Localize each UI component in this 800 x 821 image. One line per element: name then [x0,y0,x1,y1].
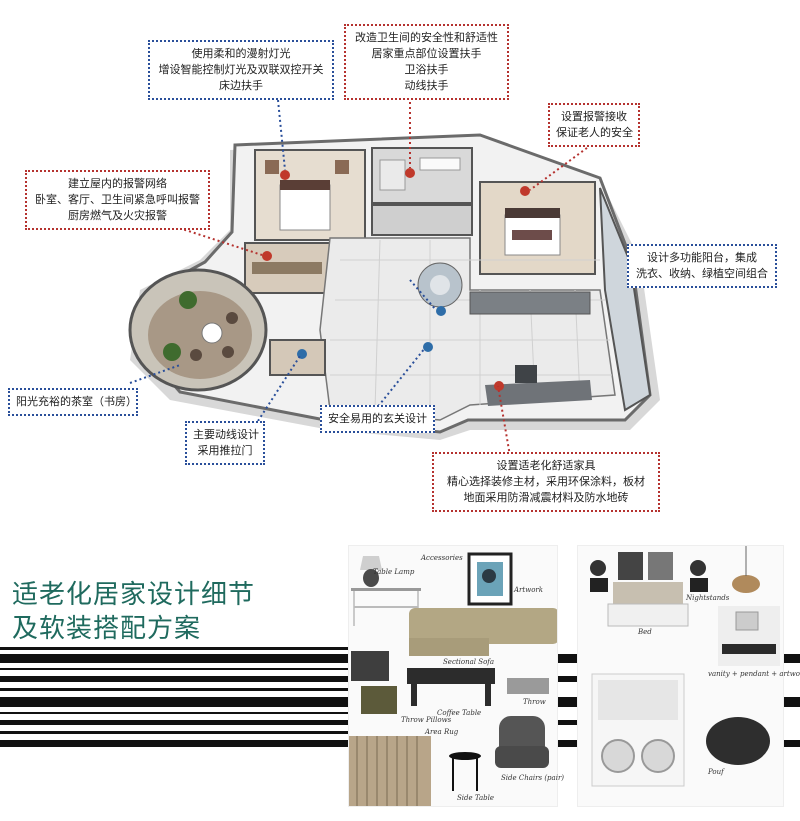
callout-bathroom-line1: 改造卫生间的安全性和舒适性 [355,31,498,44]
stripe [0,688,348,691]
marker-bedroom [280,170,290,180]
stripe [0,697,348,707]
callout-furniture-line2: 精心选择装修主材，采用环保涂料，板材 [447,475,645,488]
moodboard-bedroom: Nightstands Bed vanity + pendant + artwo… [577,545,800,807]
moodboard-living: Table Lamp Accessories Artwork Sectional… [348,545,564,807]
stripe [782,697,800,707]
label-bed: Bed [638,628,652,636]
callout-tea-room: 阳光充裕的茶室（书房） [8,388,138,416]
label-vanity: vanity + pendant + artwork [708,670,800,678]
callout-tea-room-line1: 阳光充裕的茶室（书房） [16,395,137,408]
stripe [556,697,590,707]
marker-kitchen [262,251,272,261]
label-table-lamp: Table Lamp [373,568,415,576]
moodboard-living-art [349,552,559,806]
stripe [0,647,348,650]
callout-circulation: 主要动线设计 采用推拉门 [185,421,265,465]
stripe [0,731,348,734]
section-heading-line2: 及软装搭配方案 [12,614,202,644]
callout-entrance: 安全易用的玄关设计 [320,405,435,433]
stripe [782,740,800,747]
stripe [0,654,348,663]
marker-entrance [423,342,433,352]
callout-bathroom: 改造卫生间的安全性和舒适性 居家重点部位设置扶手 卫浴扶手 动线扶手 [344,24,509,100]
leader-lines [129,97,641,457]
stripe [782,654,800,663]
section-heading-line1: 适老化居家设计细节 [12,580,256,610]
callout-furniture-line3: 地面采用防滑减震材料及防水地砖 [463,491,629,504]
callout-alarm-network: 建立屋内的报警网络 卧室、客厅、卫生间紧急呼叫报警 厨房燃气及火灾报警 [25,170,210,230]
stripe [556,654,590,663]
callout-circulation-line2: 采用推拉门 [197,444,253,457]
callout-furniture: 设置适老化舒适家具 精心选择装修主材，采用环保涂料，板材 地面采用防滑减震材料及… [432,452,660,512]
callout-balcony: 设计多功能阳台，集成 洗衣、收纳、绿植空间组合 [627,244,777,288]
callout-lighting-line2: 增设智能控制灯光及双联双控开关 [158,63,324,76]
callout-balcony-line2: 洗衣、收纳、绿植空间组合 [636,267,768,280]
label-pouf: Pouf [708,768,724,776]
callout-lighting-line1: 使用柔和的漫射灯光 [191,47,291,60]
stripe [0,668,348,670]
marker-corridor [297,349,307,359]
stripe [556,740,590,747]
marker-dining [436,306,446,316]
callout-alarm-network-line3: 厨房燃气及火灾报警 [68,209,167,222]
callout-bathroom-line3: 卫浴扶手 [404,63,449,76]
label-sectional-sofa: Sectional Sofa [443,658,495,666]
stripe [0,740,348,747]
marker-bedroom-right [520,186,530,196]
label-artwork: Artwork [514,586,544,594]
stripe [0,712,348,714]
callout-lighting-line3: 床边扶手 [219,79,263,92]
callout-alarm-receive-line1: 设置报警接收 [561,110,627,123]
marker-bathroom [405,168,415,178]
stripe [0,720,348,725]
label-nightstands: Nightstands [686,594,730,602]
callout-circulation-line1: 主要动线设计 [193,428,259,441]
label-side-chairs: Side Chairs (pair) [501,774,565,782]
callout-bathroom-line2: 居家重点部位设置扶手 [371,47,482,60]
label-coffee-table: Coffee Table [437,709,482,717]
stripe [556,676,590,682]
label-throw: Throw [523,698,546,706]
floor-plan-illustration [128,133,660,440]
label-area-rug: Area Rug [425,728,459,736]
stripe [0,676,348,682]
label-side-table: Side Table [457,794,495,802]
callout-alarm-network-line2: 卧室、客厅、卫生间紧急呼叫报警 [35,193,200,206]
callout-alarm-receive: 设置报警接收 保证老人的安全 [548,103,640,147]
stripe [556,720,590,725]
label-throw-pillows: Throw Pillows [401,716,452,724]
callout-alarm-receive-line2: 保证老人的安全 [556,126,633,139]
moodboard-bedroom-art [590,546,780,787]
callout-alarm-network-line1: 建立屋内的报警网络 [68,177,167,190]
section-heading: 适老化居家设计细节 及软装搭配方案 [12,578,255,646]
label-accessories: Accessories [421,554,463,562]
callout-entrance-line1: 安全易用的玄关设计 [328,412,427,425]
callout-lighting: 使用柔和的漫射灯光 增设智能控制灯光及双联双控开关 床边扶手 [148,40,334,100]
callout-balcony-line1: 设计多功能阳台，集成 [647,251,757,264]
callout-furniture-line1: 设置适老化舒适家具 [496,459,596,472]
callout-bathroom-line4: 动线扶手 [404,79,449,92]
